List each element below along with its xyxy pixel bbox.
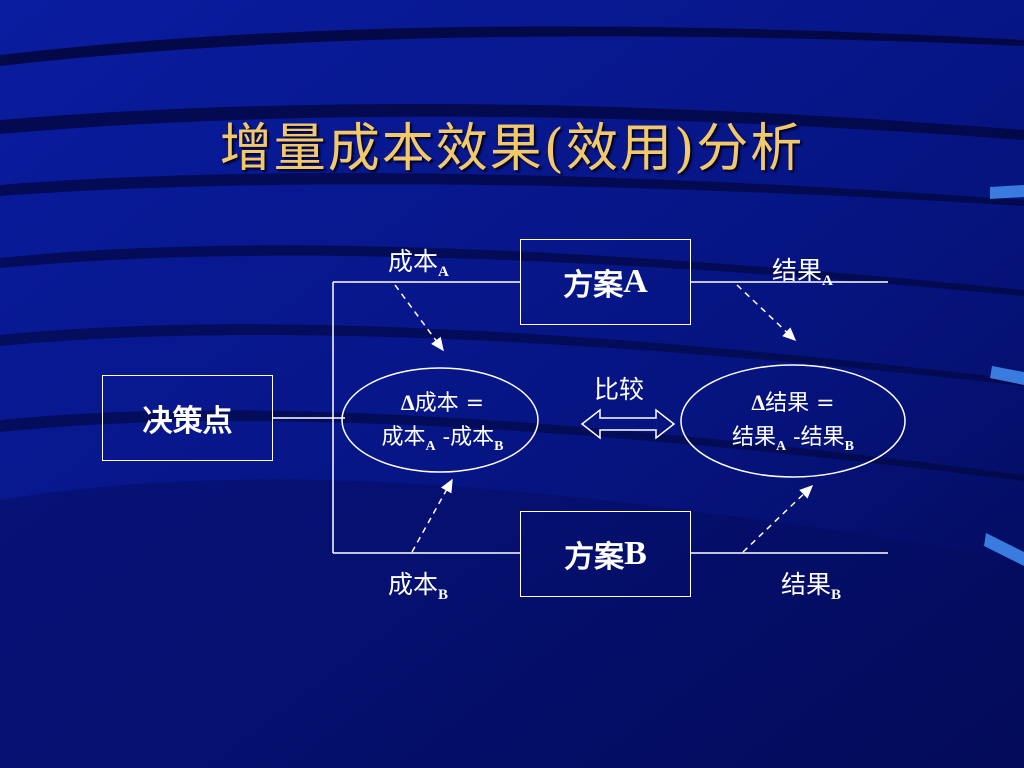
dashed-arrow-result-b — [742, 484, 814, 553]
decision-point-box: 决策点 — [102, 375, 273, 461]
delta-cost-term-a: 成本 — [381, 425, 426, 450]
delta-result-line1: Δ结果 = — [693, 386, 893, 421]
delta-result-text: Δ结果 = 结果A -结果B — [693, 386, 893, 464]
delta-cost-line1: Δ成本 = — [345, 386, 540, 421]
dashed-arrow-cost-a — [394, 284, 444, 352]
dashed-arrow-cost-b — [411, 478, 453, 553]
delta-result-line2: 结果A -结果B — [693, 421, 893, 464]
cost-b-text: 成本 — [388, 570, 439, 599]
slide-title: 增量成本效果(效用)分析 — [219, 119, 805, 179]
result-a-text: 结果 — [772, 256, 823, 285]
delta-cost-text: Δ成本 = 成本A -成本B — [345, 386, 540, 464]
plan-b-label: 方案 — [564, 540, 625, 575]
result-a-label: 结果A — [772, 251, 833, 290]
delta-cost-term-b: -成本 — [435, 425, 495, 450]
plan-a-suffix: A — [623, 263, 648, 300]
compare-label: 比较 — [594, 375, 645, 404]
cost-b-sub: B — [438, 587, 449, 603]
delta-cost-sub-b: B — [494, 439, 504, 454]
delta-symbol: Δ — [400, 390, 415, 415]
cost-a-label: 成本A — [388, 242, 449, 281]
result-b-label: 结果B — [781, 565, 841, 604]
delta-cost-ellipse — [341, 367, 539, 473]
delta-result-sub-a: A — [776, 439, 787, 454]
dashed-arrow-result-a — [736, 284, 797, 342]
delta-result-term-b: -结果 — [786, 425, 845, 450]
result-b-text: 结果 — [781, 570, 832, 599]
result-b-sub: B — [831, 587, 842, 603]
cost-b-label: 成本B — [388, 565, 448, 604]
delta-cost-line1-text: 成本 = — [414, 391, 485, 416]
cost-a-sub: A — [438, 264, 449, 280]
delta-result-term-a: 结果 — [732, 425, 777, 450]
delta-cost-sub-a: A — [425, 439, 436, 454]
delta-result-sub-b: B — [844, 439, 854, 454]
delta-result-ellipse — [680, 364, 906, 478]
cost-a-text: 成本 — [388, 247, 439, 276]
plan-b-suffix: B — [624, 535, 647, 572]
delta-symbol: Δ — [751, 390, 766, 415]
decision-point-label: 决策点 — [142, 404, 233, 439]
delta-result-line1-text: 结果 = — [765, 391, 835, 416]
plan-a-label: 方案 — [563, 268, 624, 303]
result-a-sub: A — [822, 273, 833, 289]
delta-cost-line2: 成本A -成本B — [345, 421, 540, 464]
